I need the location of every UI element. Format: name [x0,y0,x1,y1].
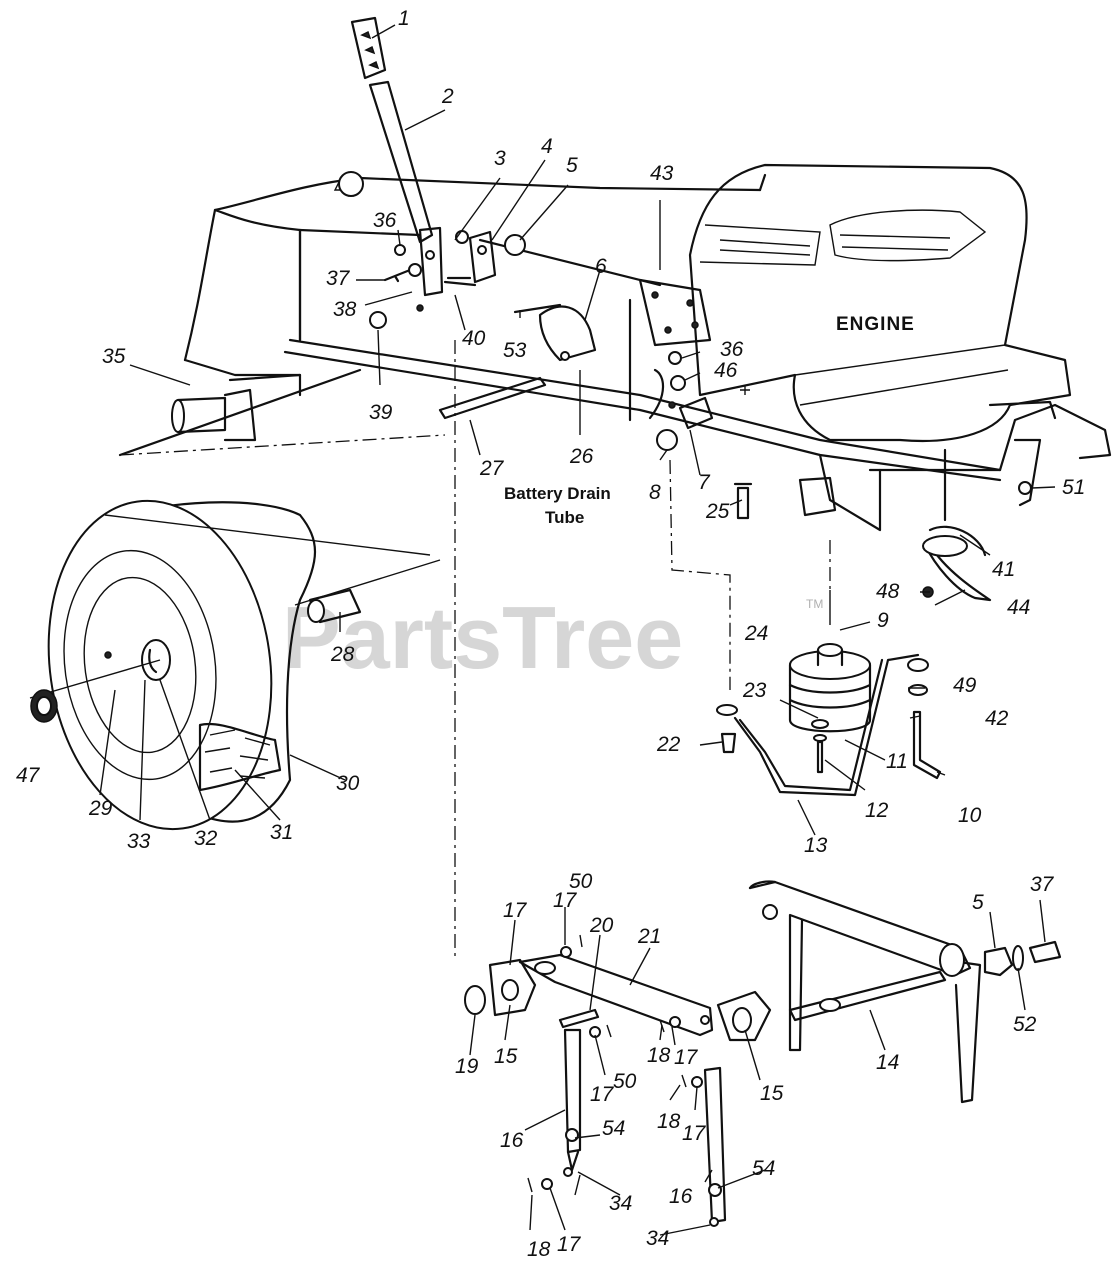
callout-36b: 36 [720,338,744,361]
lower-linkage [464,880,1062,1227]
callout-17b: 17 [503,899,528,922]
callout-1: 1 [398,7,410,30]
callout-23: 23 [742,679,767,702]
callout-54b: 54 [752,1157,775,1180]
callouts: 1 2 3 4 5 6 43 36 37 38 40 53 39 35 27 2… [16,7,1085,1261]
callout-2: 2 [441,85,454,108]
watermark: PartsTree TM [282,588,823,687]
callout-18a: 18 [647,1044,671,1067]
callout-15b: 15 [760,1082,784,1105]
callout-34b: 34 [646,1227,669,1250]
callout-21: 21 [637,925,661,948]
callout-36a: 36 [373,209,397,232]
callout-51: 51 [1062,476,1085,499]
callout-17d: 17 [590,1083,615,1106]
callout-5: 5 [566,154,578,177]
callout-44: 44 [1007,596,1030,619]
shift-lever [350,16,444,297]
callout-18c: 18 [527,1238,551,1261]
callout-25: 25 [705,500,730,523]
callout-50b: 50 [613,1070,637,1093]
callout-17f: 17 [557,1233,582,1256]
callout-19: 19 [455,1055,479,1078]
callout-3: 3 [494,147,506,170]
lever-hardware [369,244,424,329]
mount-plate-43 [638,278,712,347]
callout-38: 38 [333,298,357,321]
callout-10: 10 [958,804,982,827]
callout-43: 43 [650,162,674,185]
callout-41: 41 [992,558,1015,581]
battery-drain-label-line2: Tube [545,508,584,527]
callout-40: 40 [462,327,486,350]
bolt-25 [733,482,753,520]
text-labels: Battery Drain Tube [504,484,611,527]
callout-13: 13 [804,834,828,857]
callout-54a: 54 [602,1117,625,1140]
hub-cap-47 [30,689,58,723]
rear-axle [171,373,302,442]
callout-17c: 17 [674,1046,699,1069]
callout-28: 28 [330,643,355,666]
callout-15a: 15 [494,1045,518,1068]
watermark-trademark: TM [806,597,823,611]
callout-30: 30 [336,772,360,795]
callout-49: 49 [953,674,977,697]
callout-33: 33 [127,830,151,853]
callout-17a: 17 [553,889,578,912]
watermark-text: PartsTree [282,588,683,687]
callout-53: 53 [503,339,527,362]
callout-31: 31 [270,821,293,844]
callout-37b: 37 [1030,873,1055,896]
callout-24: 24 [744,622,768,645]
callout-35: 35 [102,345,126,368]
callout-52: 52 [1013,1013,1037,1036]
spacer-28 [307,588,362,624]
pulley-assembly [716,590,942,797]
callout-27: 27 [479,457,505,480]
callout-32: 32 [194,827,218,850]
callout-26: 26 [569,445,594,468]
battery-drain-label: Battery Drain [504,484,611,503]
callout-6: 6 [595,255,607,278]
callout-42: 42 [985,707,1009,730]
callout-22: 22 [656,733,681,756]
callout-14: 14 [876,1051,899,1074]
tractor-frame [118,171,1112,532]
callout-4: 4 [541,135,553,158]
callout-11: 11 [886,750,908,773]
engine-label: ENGINE [836,314,915,335]
engine: ENGINE [688,163,1072,442]
callout-17e: 17 [682,1122,707,1145]
shift-plate [513,303,597,362]
callout-16b: 16 [669,1185,693,1208]
callout-12: 12 [865,799,889,822]
callout-20: 20 [589,914,614,937]
callout-46: 46 [714,359,738,382]
leader-lines [99,24,1056,1236]
callout-37a: 37 [326,267,351,290]
pivot-41 [922,448,1032,602]
battery-drain-hardware [648,351,750,451]
assembly-lines [119,340,831,960]
callout-8: 8 [649,481,661,504]
callout-34a: 34 [609,1192,632,1215]
callout-9: 9 [877,609,889,632]
callout-5b: 5 [972,891,984,914]
callout-50a: 50 [569,870,593,893]
callout-18b: 18 [657,1110,681,1133]
shaft-27 [438,376,547,420]
callout-7: 7 [698,471,711,494]
shift-bracket [443,230,526,287]
callout-48: 48 [876,580,900,603]
callout-29: 29 [88,797,113,820]
callout-16a: 16 [500,1129,524,1152]
callout-47: 47 [16,764,41,787]
callout-39: 39 [369,401,393,424]
